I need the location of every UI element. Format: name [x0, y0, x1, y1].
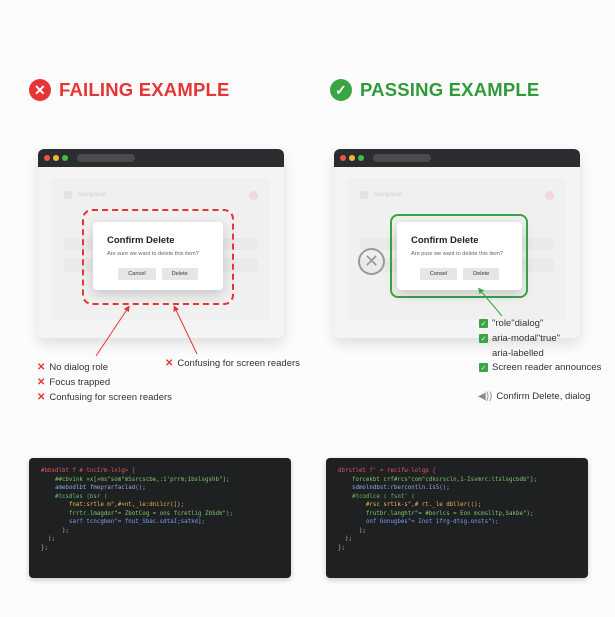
code-line: frrtr.lmagdor"= ZbotCog = ons fcretlig Z…: [41, 510, 233, 517]
x-mark-icon: ✕: [37, 392, 46, 403]
code-line: };: [338, 544, 345, 551]
title-bar: [334, 149, 580, 167]
nav-label: Navigation: [78, 192, 107, 198]
menu-icon: [64, 191, 72, 199]
code-line: ##cbvink »x[»ms"som"mSsrcscbe,:1'prrm;1b…: [41, 476, 230, 483]
code-line: #bbsdlbt f # tncIrm-lnlg> {: [41, 468, 136, 474]
avatar: [249, 191, 258, 200]
passing-code-block: dbrstlet f' = recifw-lolgp { forcekbt cr…: [326, 458, 588, 578]
code-line: #rsc srtik-s",# rt._le dbller(();: [338, 502, 482, 508]
close-dot[interactable]: [340, 155, 346, 161]
x-mark-icon: ✕: [165, 358, 174, 369]
address-bar[interactable]: [77, 154, 135, 162]
speaker-icon: ◀)): [478, 391, 493, 402]
failing-heading-text: FAILING EXAMPLE: [59, 79, 230, 100]
maximize-dot[interactable]: [358, 155, 364, 161]
x-mark-icon: ✕: [37, 377, 46, 388]
code-line: forcekbt crf#rcs"com"cdksrscln,1-Isvmrc:…: [338, 476, 537, 483]
code-line: sdmolndbst:rbercontln.1s5();: [338, 485, 450, 491]
checkbox-icon: ✓: [479, 334, 488, 343]
failing-heading: ✕ FAILING EXAMPLE: [29, 79, 230, 101]
code-line: fnat:srtle m",#»nt,_le:dnilcr([);: [41, 502, 185, 508]
check-item-continued: aria-labelled: [492, 348, 544, 359]
code-line: dbrstlet f' = recifw-lolgp {: [338, 468, 436, 474]
check-item: ✓"role"dialog": [479, 318, 544, 329]
x-mark-icon: ✕: [37, 362, 46, 373]
minimize-dot[interactable]: [53, 155, 59, 161]
passing-heading-text: PASSING EXAMPLE: [360, 79, 540, 100]
checkbox-icon: ✓: [479, 363, 488, 372]
passing-focus-outline: [390, 214, 528, 298]
failing-code-block: #bbsdlbt f # tncIrm-lnlg> { ##cbvink »x[…: [29, 458, 291, 578]
code-line: #tcsdles (bsr (: [41, 493, 108, 500]
address-bar[interactable]: [373, 154, 431, 162]
code-line: frutbr.langhtr"= #borlcs = Eon mcmslltp,…: [338, 510, 534, 517]
passing-heading: ✓ PASSING EXAMPLE: [330, 79, 539, 101]
delete-button[interactable]: Delete: [161, 268, 198, 280]
minimize-dot[interactable]: [349, 155, 355, 161]
screen-reader-announcement: ◀))Confirm Delete, dialog: [478, 391, 591, 402]
arrow-dialog-role: [478, 287, 503, 317]
code-line: };: [41, 544, 48, 551]
checkbox-icon: ✓: [479, 319, 488, 328]
code-line: amebodlbt fmeprarfaclad();: [41, 485, 146, 491]
cancel-button[interactable]: Consel: [419, 268, 458, 280]
delete-button[interactable]: Delete: [463, 268, 500, 280]
cancel-button[interactable]: Cancel: [118, 268, 156, 280]
blocked-x-icon: ✕: [358, 248, 385, 275]
code-line: );: [338, 536, 352, 542]
maximize-dot[interactable]: [62, 155, 68, 161]
issue-item: ✕No dialog role: [37, 362, 109, 373]
arrow-no-dialog-role: [95, 305, 130, 357]
callout-confusing: ✕Confusing for screen readers: [165, 358, 300, 369]
check-item: ✓aria-modal"true": [479, 333, 560, 344]
check-circle-icon: ✓: [330, 79, 352, 101]
arrow-confusing: [173, 305, 198, 355]
issue-item: ✕Focus trapped: [37, 377, 111, 388]
title-bar: [38, 149, 284, 167]
passing-confirm-dialog: Confirm Delete Are pure we want to delet…: [397, 222, 522, 290]
issue-item: ✕Confusing for screen readers: [37, 392, 172, 403]
x-circle-icon: ✕: [29, 79, 51, 101]
code-line: sarf tcncgben"= fnut_Sbac.sdtaI;satkd];: [41, 519, 206, 525]
dialog-title: Confirm Delete: [411, 235, 479, 246]
dialog-title: Confirm Delete: [107, 235, 175, 246]
code-line: #tcodlce ( fsnt' (: [338, 493, 415, 500]
code-line: onf Gonugbes"= Inot 1frg-dtsg.onsts");: [338, 519, 499, 525]
avatar: [545, 191, 554, 200]
close-dot[interactable]: [44, 155, 50, 161]
dialog-message: Are pure we want to delete this item?: [411, 251, 504, 257]
failing-dashed-outline: [82, 209, 234, 305]
check-item: ✓Screen reader announces: [479, 362, 602, 373]
code-line: );: [338, 527, 366, 534]
code-line: );: [41, 527, 69, 534]
failing-confirm-dialog: Confirm Delete Are sure we want to delet…: [93, 222, 223, 290]
dialog-message: Are sure we want to delete this item?: [107, 251, 199, 257]
nav-label: Navigation: [374, 192, 403, 198]
code-line: );: [41, 536, 55, 542]
menu-icon: [360, 191, 368, 199]
